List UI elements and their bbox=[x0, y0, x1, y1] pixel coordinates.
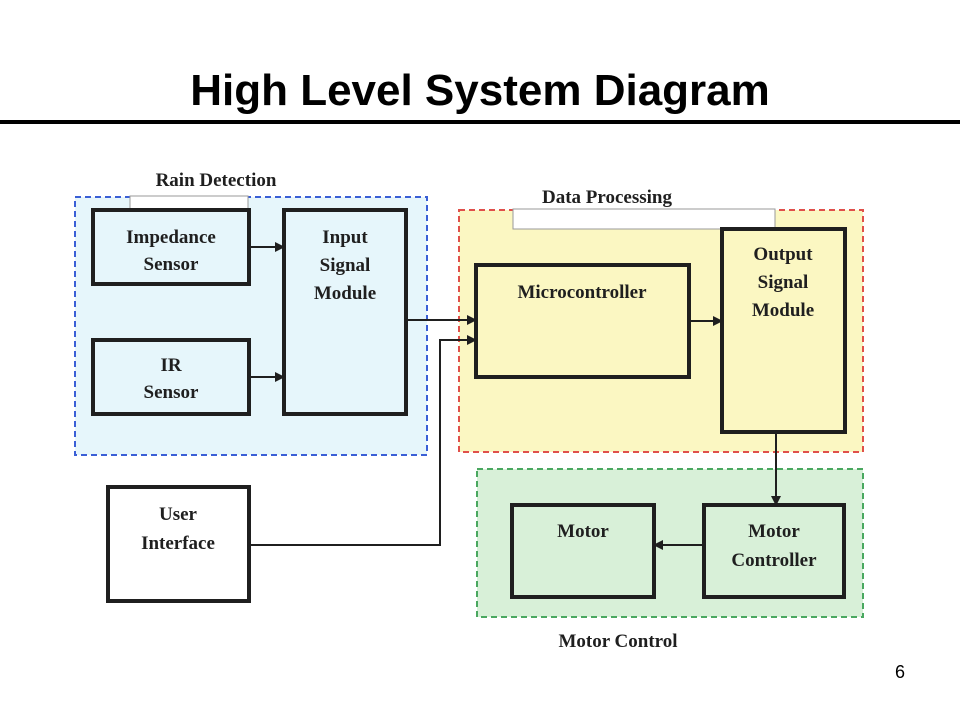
svg-text:Sensor: Sensor bbox=[144, 254, 199, 275]
motor-control-label: Motor Control bbox=[558, 631, 677, 652]
svg-text:Controller: Controller bbox=[731, 550, 817, 571]
svg-text:Impedance: Impedance bbox=[126, 227, 216, 248]
svg-text:Input: Input bbox=[322, 227, 368, 248]
svg-text:Module: Module bbox=[314, 283, 376, 304]
svg-text:Interface: Interface bbox=[141, 533, 215, 554]
motor-block: Motor bbox=[510, 503, 656, 599]
rain-detection-label-backing bbox=[129, 195, 249, 211]
input-signal-module-block: Input Signal Module bbox=[282, 208, 408, 416]
svg-text:Motor: Motor bbox=[748, 521, 800, 542]
svg-text:Sensor: Sensor bbox=[144, 382, 199, 403]
data-processing-label-backing bbox=[512, 208, 776, 230]
svg-text:Module: Module bbox=[752, 300, 814, 321]
rain-detection-label: Rain Detection bbox=[156, 170, 277, 191]
svg-text:Microcontroller: Microcontroller bbox=[517, 282, 647, 303]
title-divider bbox=[0, 120, 960, 124]
motor-controller-block: Motor Controller bbox=[702, 503, 846, 599]
page-number: 6 bbox=[894, 662, 905, 682]
data-processing-label: Data Processing bbox=[542, 187, 672, 208]
svg-text:User: User bbox=[159, 504, 198, 525]
svg-text:Output: Output bbox=[753, 244, 813, 265]
arrow-user-interface-to-microcontroller bbox=[249, 335, 477, 546]
user-interface-block: User Interface bbox=[106, 485, 251, 603]
svg-text:Signal: Signal bbox=[320, 255, 371, 276]
svg-text:Motor: Motor bbox=[557, 521, 609, 542]
output-signal-module-block: Output Signal Module bbox=[720, 227, 847, 434]
impedance-sensor-block: Impedance Sensor bbox=[91, 208, 251, 286]
ir-sensor-block: IR Sensor bbox=[91, 338, 251, 416]
svg-text:Signal: Signal bbox=[758, 272, 809, 293]
svg-text:IR: IR bbox=[160, 355, 181, 376]
microcontroller-block: Microcontroller bbox=[474, 263, 691, 379]
slide-title: High Level System Diagram bbox=[190, 66, 770, 115]
